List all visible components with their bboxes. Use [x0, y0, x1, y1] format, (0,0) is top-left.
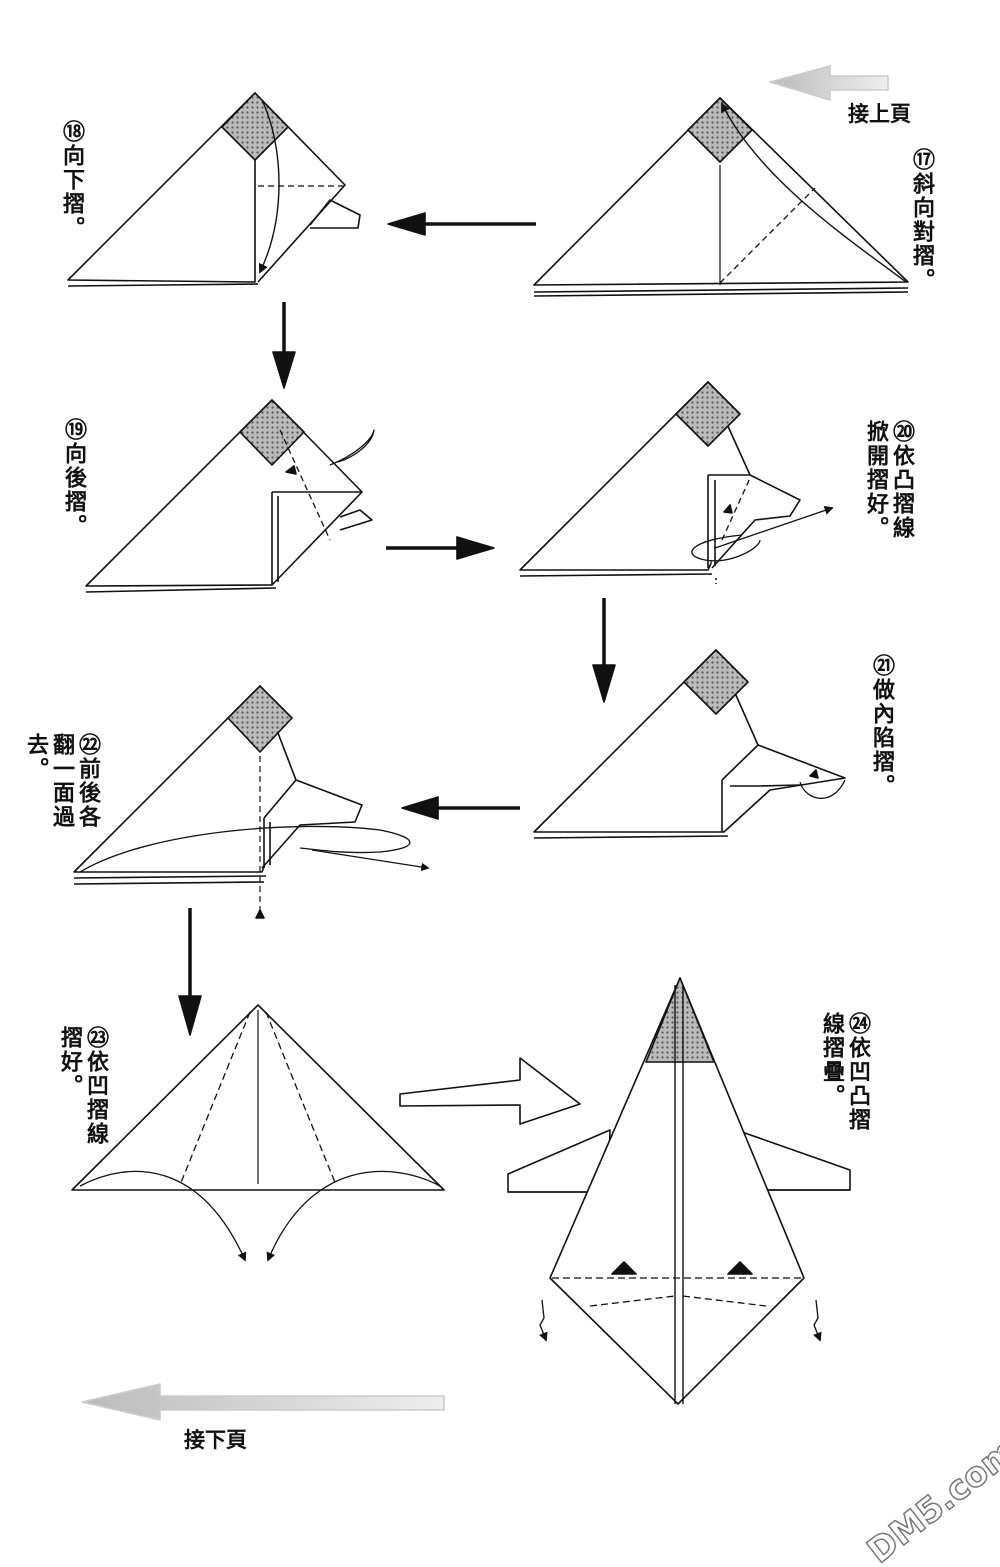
step23-line2: 摺好。	[57, 1026, 82, 1098]
step22-line2: 翻一面過	[49, 733, 74, 829]
flow-arrow-left-icon	[401, 796, 520, 820]
flow-arrow-down-icon	[272, 302, 296, 389]
step17-caption: ⑰斜向對摺。	[908, 148, 934, 292]
prev-page-arrow-icon	[769, 65, 889, 101]
step19-text: 向後摺。	[61, 442, 86, 538]
step21-caption: ㉑做內陷摺。	[868, 654, 894, 798]
step22-figure	[73, 685, 430, 919]
step22-line1: 前後各	[75, 757, 100, 829]
step24-line1: 依凹凸摺	[845, 1036, 870, 1132]
step17-number: ⑰	[909, 148, 934, 172]
flow-arrow-outline-icon	[399, 1057, 581, 1125]
step24-line2: 線摺疊。	[819, 1012, 844, 1108]
step24-number: ㉔	[845, 1012, 870, 1036]
step20-line1: 依凸摺線	[889, 444, 914, 540]
step21-number: ㉑	[869, 654, 894, 678]
step20-line2: 掀開摺好。	[863, 420, 888, 540]
next-page-arrow-icon	[81, 1383, 445, 1421]
step24-caption: ㉔依凹凸摺 線摺疊。	[818, 1012, 870, 1132]
step17-text: 斜向對摺。	[909, 172, 934, 292]
step23-number: ㉓	[83, 1026, 108, 1050]
next-page-label: 接下頁	[184, 1428, 247, 1452]
step18-caption: ⑱向下摺。	[58, 120, 84, 240]
step18-text: 向下摺。	[59, 144, 84, 240]
step21-text: 做內陷摺。	[869, 678, 894, 798]
step22-number: ㉒	[75, 733, 100, 757]
flow-arrow-right-icon	[386, 536, 495, 560]
flow-arrow-down-icon	[178, 908, 202, 1036]
step19-caption: ⑲向後摺。	[60, 418, 86, 538]
step22-caption: ㉒前後各 翻一面過 去。	[22, 733, 100, 829]
step20-figure	[519, 381, 834, 584]
step20-caption: ⑳依凸摺線 掀開摺好。	[862, 420, 914, 540]
step20-number: ⑳	[889, 420, 914, 444]
prev-page-label: 接上頁	[848, 102, 911, 126]
flow-arrow-down-icon	[592, 598, 616, 703]
flow-arrow-left-icon	[387, 212, 536, 236]
step19-figure	[85, 399, 375, 593]
step23-figure	[71, 1004, 445, 1262]
step24-figure	[507, 977, 851, 1405]
step18-number: ⑱	[59, 120, 84, 144]
step22-line3: 去。	[23, 733, 48, 781]
step23-caption: ㉓依凹摺線 摺好。	[56, 1026, 108, 1146]
step19-number: ⑲	[61, 418, 86, 442]
step17-figure	[533, 97, 909, 297]
step18-figure	[67, 92, 361, 287]
step23-line1: 依凹摺線	[83, 1050, 108, 1146]
step21-figure	[533, 649, 846, 839]
